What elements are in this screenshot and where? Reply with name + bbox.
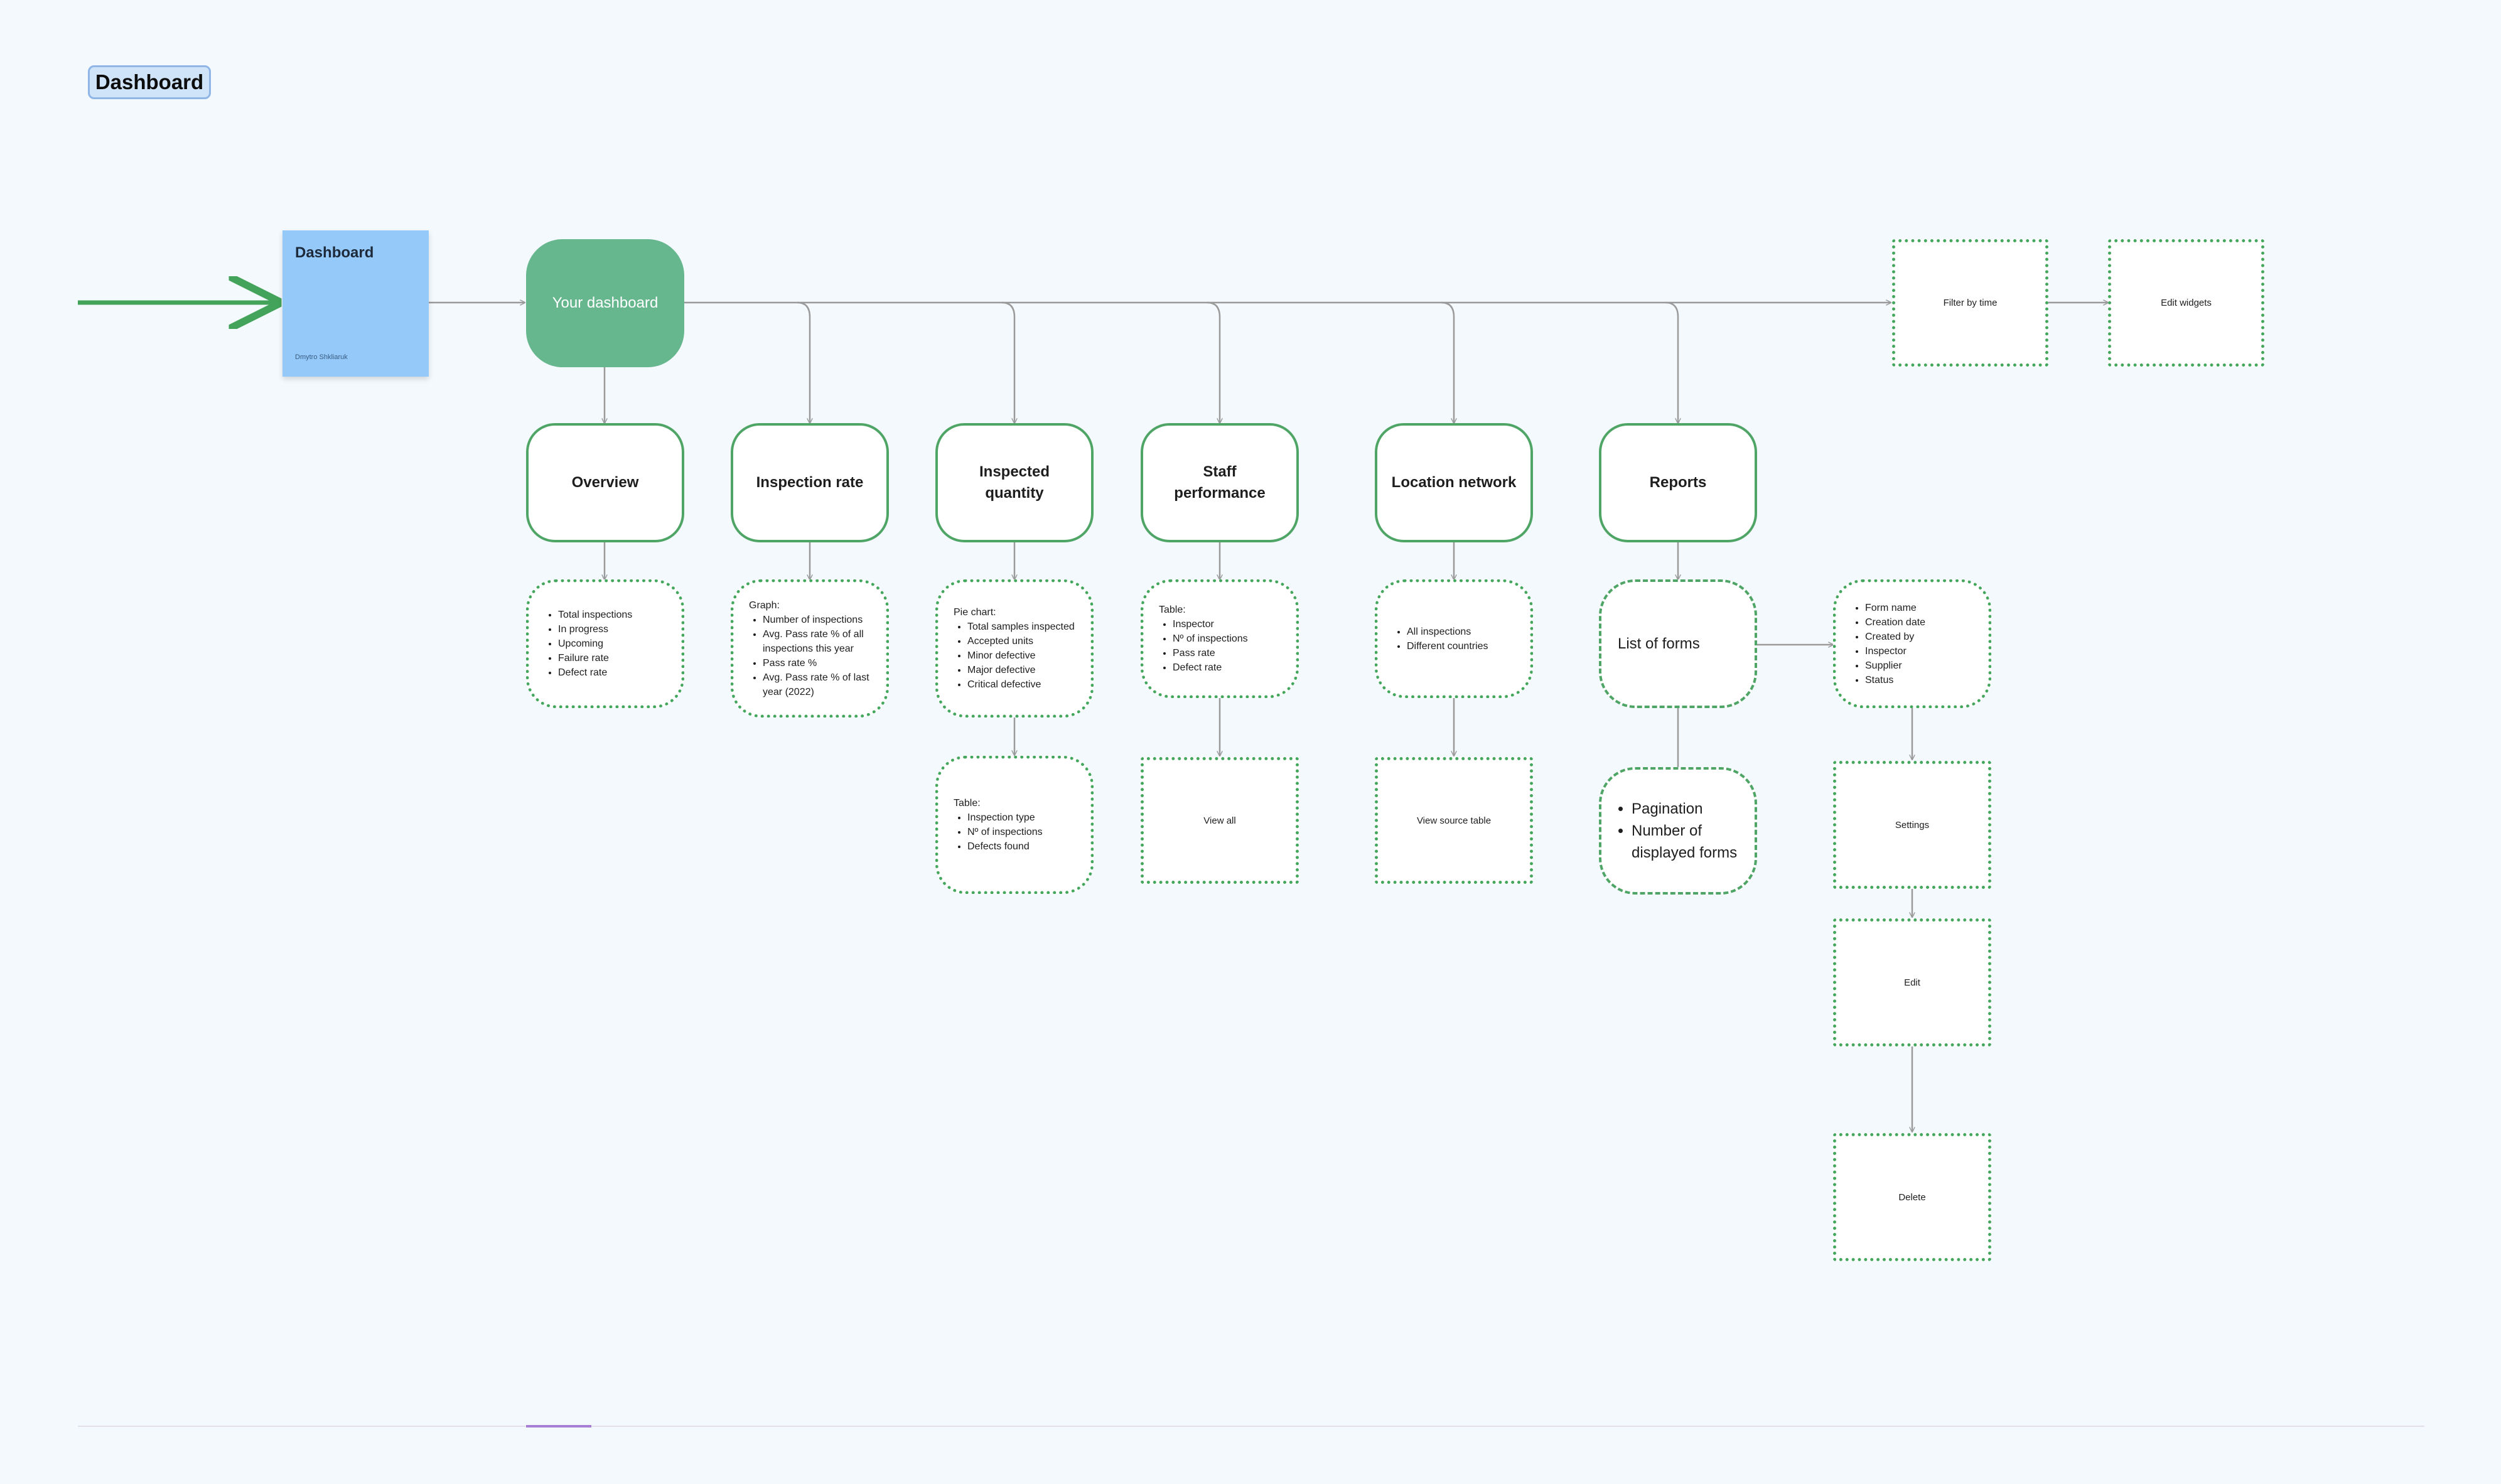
list-item: Supplier [1865,659,1973,673]
inspected-quantity-detail-node[interactable]: Pie chart: Total samples inspected Accep… [935,579,1094,718]
list-item: In progress [558,622,666,637]
connector-main-location-network [1441,301,1454,423]
edit-widgets-node[interactable]: Edit widgets [2108,239,2264,367]
connector-main-inspection-rate [797,301,810,423]
list-item: Defect rate [558,665,666,680]
reports-node[interactable]: Reports [1599,423,1757,542]
list-item: Avg. Pass rate % of all inspections this… [763,627,871,656]
connector-main-reports [1665,301,1678,423]
connector-main-inspected-quantity [1001,301,1014,423]
inspected-quantity-table-lead: Table: [954,798,981,809]
staff-performance-node-label-line-1: Staff [1203,463,1237,480]
edit-node[interactable]: Edit [1833,918,1991,1046]
list-item: Form name [1865,601,1973,615]
inspection-rate-detail-lead: Graph: [749,600,780,611]
pagination-node[interactable]: Pagination Number of displayed forms [1599,767,1757,895]
staff-performance-detail-lead: Table: [1159,605,1186,615]
sticky-note[interactable]: Dashboard Dmytro Shkliaruk [282,230,429,377]
list-item: Defect rate [1173,660,1281,675]
overview-node[interactable]: Overview [526,423,684,542]
reports-node-label: Reports [1649,474,1707,491]
list-item: Nº of inspections [1173,632,1281,646]
inspected-quantity-node-label-line-1: Inspected [979,463,1050,480]
connector-main-staff-performance [1207,301,1220,423]
inspected-quantity-detail-list: Total samples inspected Accepted units M… [954,620,1075,692]
list-item: Failure rate [558,651,666,665]
staff-performance-node[interactable]: Staff performance [1141,423,1299,542]
inspected-quantity-node[interactable]: Inspected quantity [935,423,1094,542]
inspected-quantity-node-label-line-2: quantity [985,485,1044,502]
inspection-rate-node[interactable]: Inspection rate [731,423,889,542]
location-network-node[interactable]: Location network [1375,423,1533,542]
view-all-node[interactable]: View all [1141,757,1299,884]
delete-node[interactable]: Delete [1833,1133,1991,1261]
inspected-quantity-table-node[interactable]: Table: Inspection type Nº of inspections… [935,756,1094,894]
inspection-rate-detail-node[interactable]: Graph: Number of inspections Avg. Pass r… [731,579,889,718]
list-item: Critical defective [967,677,1075,692]
list-item: Creation date [1865,615,1973,630]
your-dashboard-node[interactable]: Your dashboard [526,239,684,367]
list-of-forms-node[interactable]: List of forms [1599,579,1757,708]
list-item: Inspector [1865,644,1973,659]
list-item: All inspections [1407,625,1515,639]
inspection-rate-node-label: Inspection rate [756,474,864,491]
list-item: Accepted units [967,634,1075,648]
list-item: Different countries [1407,639,1515,653]
list-item: Inspector [1173,617,1281,632]
overview-node-label: Overview [571,474,639,491]
staff-performance-detail-node[interactable]: Table: Inspector Nº of inspections Pass … [1141,579,1299,698]
view-source-table-node[interactable]: View source table [1375,757,1533,884]
inspected-quantity-table-list: Inspection type Nº of inspections Defect… [954,810,1075,854]
list-item: Pagination [1632,798,1741,820]
section-label[interactable]: Dashboard [88,65,211,99]
list-item: Nº of inspections [967,825,1075,839]
list-item: Total inspections [558,608,666,622]
staff-performance-node-label-line-2: performance [1174,485,1266,502]
inspection-rate-detail-list: Number of inspections Avg. Pass rate % o… [749,613,871,699]
overview-detail-list: Total inspections In progress Upcoming F… [544,608,666,680]
location-network-detail-node[interactable]: All inspections Different countries [1375,579,1533,698]
sticky-note-author: Dmytro Shkliaruk [295,353,348,361]
list-item: Number of displayed forms [1632,820,1741,864]
inspected-quantity-detail-lead: Pie chart: [954,607,996,618]
staff-performance-detail-list: Inspector Nº of inspections Pass rate De… [1159,617,1281,675]
settings-node[interactable]: Settings [1833,761,1991,889]
list-item: Number of inspections [763,613,871,627]
form-fields-node[interactable]: Form name Creation date Created by Inspe… [1833,579,1991,708]
location-network-detail-list: All inspections Different countries [1393,625,1515,653]
location-network-node-label: Location network [1391,474,1517,491]
list-item: Created by [1865,630,1973,644]
list-item: Avg. Pass rate % of last year (2022) [763,670,871,699]
list-item: Inspection type [967,810,1075,825]
list-of-forms-label: List of forms [1618,635,1700,652]
list-item: Defects found [967,839,1075,854]
filter-by-time-node[interactable]: Filter by time [1892,239,2048,367]
list-item: Major defective [967,663,1075,677]
list-item: Upcoming [558,637,666,651]
form-fields-list: Form name Creation date Created by Inspe… [1851,601,1973,687]
list-item: Status [1865,673,1973,687]
list-item: Pass rate % [763,656,871,670]
list-item: Minor defective [967,648,1075,663]
sticky-note-title: Dashboard [295,244,374,261]
pagination-list: Pagination Number of displayed forms [1615,798,1741,864]
list-item: Total samples inspected [967,620,1075,634]
overview-detail-node[interactable]: Total inspections In progress Upcoming F… [526,579,684,708]
list-item: Pass rate [1173,646,1281,660]
